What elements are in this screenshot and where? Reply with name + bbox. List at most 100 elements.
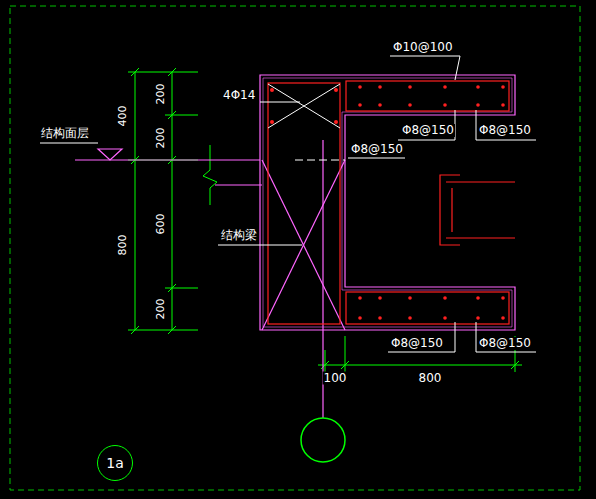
rebar-dots (476, 296, 480, 300)
callout-circle: 1a (97, 445, 133, 481)
axis-circle (301, 418, 345, 462)
rebar-dots (378, 103, 382, 107)
rebar-dots (408, 103, 412, 107)
dimension: 800 (418, 372, 443, 385)
rebar-label: Φ8@150 (350, 143, 404, 156)
dimension: 100 (323, 372, 348, 385)
structure-lines (263, 78, 512, 327)
dimension-lines (165, 288, 198, 289)
dimension: 200 (154, 83, 167, 106)
structure-lines (75, 75, 515, 418)
rebar-dots (408, 296, 412, 300)
dimension-lines (318, 365, 522, 366)
structure-lines (260, 75, 515, 330)
leader-lines (348, 158, 405, 159)
structure-lines (98, 149, 122, 160)
dimension-lines (128, 330, 198, 331)
rebar-dots (476, 85, 480, 89)
dimension: 600 (154, 213, 167, 236)
cross-mark (268, 84, 345, 160)
rebar-dots (501, 85, 505, 89)
rebar-dots (443, 85, 447, 89)
rebar (446, 181, 515, 182)
leader-lines (388, 322, 455, 352)
rebar-dots (476, 103, 480, 107)
part-label: 结构梁 (220, 229, 258, 242)
leader-lines (40, 143, 98, 144)
rebar-dots (501, 103, 505, 107)
dimension-lines (131, 326, 139, 334)
dimension-lines (135, 72, 136, 330)
rebar-dots (358, 296, 362, 300)
dimension-lines (325, 350, 326, 372)
rebar-dots (501, 316, 505, 320)
rebar-label: Φ8@150 (401, 124, 455, 137)
dimension-lines (128, 72, 198, 73)
rebar-dots (358, 85, 362, 89)
rebar-dots (378, 296, 382, 300)
callout-number: 1a (106, 455, 124, 471)
material-label: 结构面层 (40, 127, 90, 140)
structure-lines (75, 159, 260, 160)
leader-lines (218, 245, 302, 246)
leader-lines (40, 56, 536, 352)
rebar (440, 175, 460, 245)
rebar-label: Φ8@150 (478, 124, 532, 137)
rebar-label: Φ10@100 (392, 41, 454, 54)
rebar-dots (358, 103, 362, 107)
axis-circle (301, 418, 345, 462)
rebar (451, 188, 452, 232)
rebar-dots (378, 316, 382, 320)
rebar-dots (334, 88, 338, 92)
rebar-label: 4Φ14 (222, 89, 256, 102)
cross-mark (268, 84, 340, 128)
dimension-lines (128, 68, 522, 372)
drawing-frame (10, 6, 580, 490)
dimension-lines (168, 68, 176, 76)
dimension-lines (168, 111, 176, 119)
dimension: 400 (116, 105, 129, 128)
rebar-dots (476, 316, 480, 320)
dimension-lines (345, 336, 346, 372)
rebar (446, 237, 515, 238)
rebar-dots (443, 316, 447, 320)
dimension: 200 (154, 127, 167, 150)
rebar (346, 292, 509, 324)
leader-lines (476, 110, 536, 140)
cross-mark (295, 160, 345, 161)
dimension-lines (172, 72, 173, 330)
dimension-lines (341, 361, 349, 369)
rebar-dots (270, 85, 505, 320)
rebar-dots (270, 120, 274, 124)
break-symbol (203, 145, 217, 205)
rebar-dots (270, 88, 274, 92)
dimension-lines (165, 115, 198, 116)
rebar (268, 81, 515, 324)
rebar-dots (443, 103, 447, 107)
break-symbol (203, 145, 217, 205)
dimension-lines (321, 361, 329, 369)
rebar-label: Φ8@150 (390, 337, 444, 350)
dimension-lines (131, 68, 139, 76)
drawing-frame (10, 6, 580, 490)
structure-lines (215, 184, 262, 185)
rebar (268, 83, 340, 324)
rebar-dots (501, 296, 505, 300)
rebar-dots (378, 85, 382, 89)
leader-lines (398, 110, 455, 140)
rebar-label: Φ8@150 (478, 337, 532, 350)
rebar-dots (358, 316, 362, 320)
cross-mark (268, 84, 340, 128)
dimension: 200 (154, 298, 167, 321)
leader-lines (260, 102, 300, 103)
dimension: 800 (116, 234, 129, 257)
rebar-dots (443, 296, 447, 300)
rebar (346, 81, 509, 111)
dimension-lines (511, 361, 519, 369)
dimension-lines (168, 326, 176, 334)
leader-lines (476, 322, 536, 352)
rebar-dots (408, 85, 412, 89)
leader-lines (390, 56, 460, 80)
dimension-lines (168, 284, 176, 292)
